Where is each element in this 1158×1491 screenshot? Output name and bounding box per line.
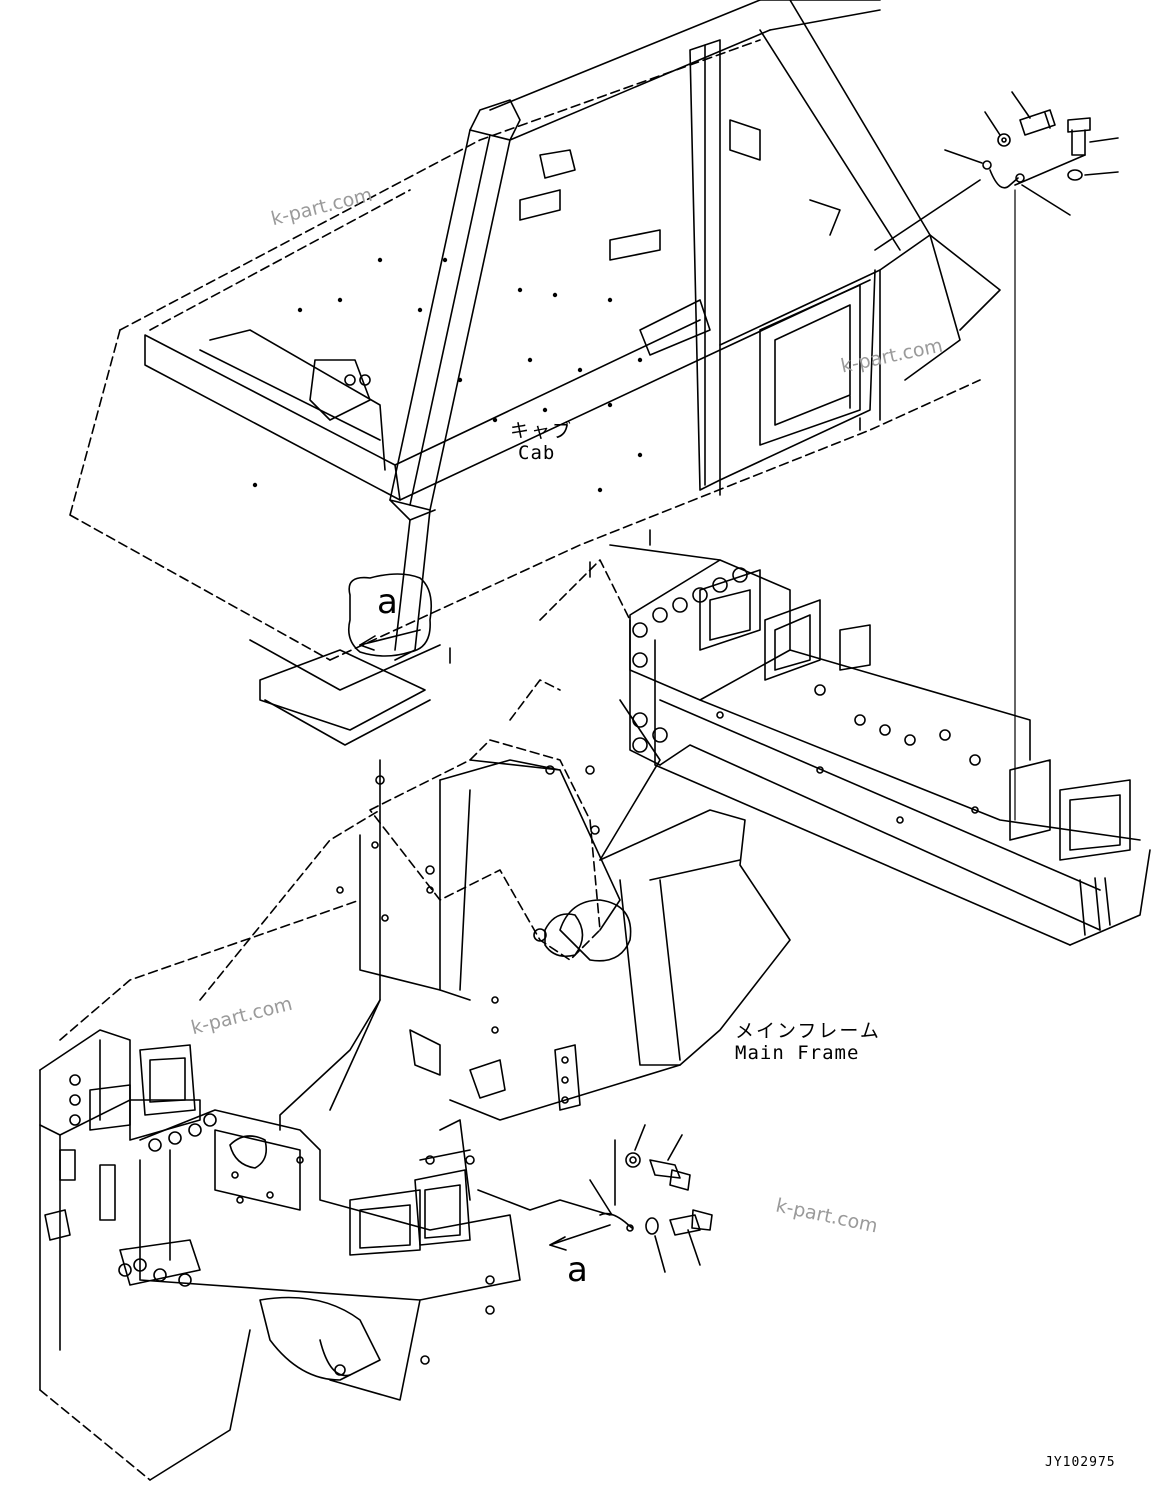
main-frame-label-jp: メインフレーム	[735, 1020, 881, 1042]
cab-drawing	[69, 0, 1001, 746]
main-frame-label-en: Main Frame	[735, 1042, 860, 1064]
top-fasteners	[874, 91, 1119, 251]
rear-frame	[609, 544, 1151, 946]
main-frame	[39, 559, 791, 1481]
drawing-code: JY102975	[1045, 1455, 1116, 1470]
view-ref-top: a	[377, 582, 398, 622]
cab-pegs	[449, 395, 861, 664]
cab-holes	[252, 257, 643, 493]
rear-frame-bolts	[632, 567, 981, 824]
view-a-bubble	[347, 573, 433, 657]
cab-label-en: Cab	[518, 442, 556, 464]
view-a-arrow-top	[359, 629, 421, 646]
cab-label-jp: キャブ	[510, 420, 574, 442]
view-ref-bottom: a	[567, 1250, 588, 1290]
main-frame-bolts	[69, 765, 600, 1365]
bottom-fasteners	[477, 1124, 713, 1273]
